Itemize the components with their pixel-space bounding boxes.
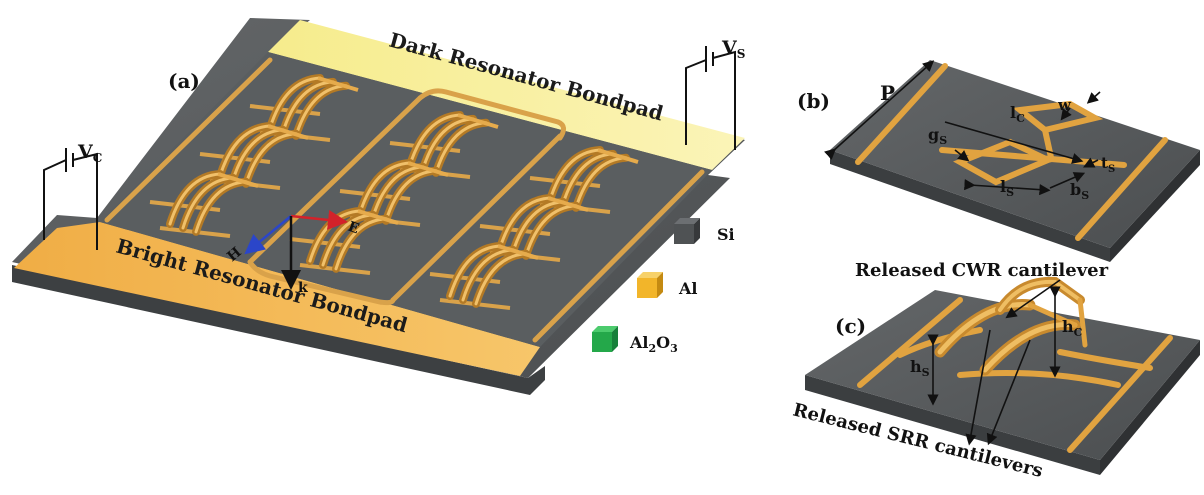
dark-bondpad bbox=[268, 20, 745, 170]
w-label: w bbox=[1057, 96, 1072, 114]
bus-lines bbox=[104, 57, 705, 343]
ls-label: lS bbox=[1000, 177, 1014, 199]
bs-label: bS bbox=[1070, 180, 1089, 202]
ts-label: tS bbox=[1101, 154, 1115, 175]
cantilever-tip-bar bbox=[317, 76, 359, 92]
cantilever-highlight bbox=[384, 169, 438, 223]
h-vector bbox=[244, 215, 292, 255]
hc-label: hC bbox=[1062, 317, 1083, 339]
cantilever-highlight bbox=[434, 121, 488, 175]
bright-bondpad bbox=[14, 222, 540, 376]
panel-c-label: (c) bbox=[835, 314, 866, 338]
hs-label: hS bbox=[910, 357, 930, 379]
cantilever-highlight bbox=[244, 132, 298, 186]
vc-label: VC bbox=[77, 141, 102, 165]
resonator-unit bbox=[339, 159, 449, 227]
cantilever-tip-bar bbox=[497, 244, 539, 260]
cantilever-highlight bbox=[524, 204, 578, 258]
unit-cell-substrate-side bbox=[830, 150, 1110, 262]
e-label: E bbox=[346, 219, 362, 238]
cantilever-highlight bbox=[168, 172, 222, 226]
cantilever-highlight bbox=[408, 113, 462, 167]
cantilever-highlight bbox=[218, 124, 272, 178]
cantilever-highlight bbox=[268, 76, 322, 130]
cantilever-highlight bbox=[474, 252, 528, 306]
cantilever-tip-bar bbox=[457, 113, 499, 129]
resonator-unit bbox=[149, 170, 259, 238]
k-label: k bbox=[298, 280, 308, 296]
chip-substrate-side bbox=[12, 265, 545, 395]
panel-b-label: (b) bbox=[797, 89, 830, 113]
vs-label: VS bbox=[721, 37, 745, 61]
cantilever-highlight bbox=[448, 244, 502, 298]
released-substrate-side bbox=[805, 375, 1100, 475]
cantilever-highlight bbox=[561, 152, 615, 206]
cantilever-highlight bbox=[371, 165, 425, 219]
cantilever-highlight bbox=[231, 128, 285, 182]
cantilever-highlight bbox=[294, 84, 348, 138]
legend-al-label: Al bbox=[678, 279, 698, 298]
voltage-source-vs bbox=[685, 46, 736, 150]
legend-si-label: Si bbox=[717, 225, 735, 244]
legend: Si Al Al2O3 bbox=[592, 218, 735, 355]
legend-al-swatch bbox=[637, 278, 657, 298]
resonator-unit bbox=[529, 146, 639, 214]
released-cwr-label: Released CWR cantilever bbox=[855, 260, 1109, 281]
cantilever-highlight bbox=[421, 117, 475, 171]
cantilever-highlight bbox=[334, 217, 388, 271]
lc-label: lC bbox=[1010, 103, 1025, 125]
e-vector bbox=[290, 209, 348, 230]
legend-si: Si bbox=[674, 218, 735, 244]
cantilever-highlight bbox=[181, 176, 235, 230]
legend-al: Al bbox=[637, 272, 698, 298]
voltage-source-vc bbox=[43, 148, 98, 250]
legend-al2o3: Al2O3 bbox=[592, 326, 678, 355]
gs-label: gS bbox=[928, 125, 947, 147]
legend-al2o3-label: Al2O3 bbox=[629, 333, 678, 355]
cantilever-highlight bbox=[461, 248, 515, 302]
cantilever-highlight bbox=[194, 180, 248, 234]
cantilever-highlight bbox=[511, 200, 565, 254]
released-substrate-side-right bbox=[1100, 340, 1200, 475]
cantilever-tip-bar bbox=[407, 161, 449, 177]
panel-c-released bbox=[805, 276, 1200, 475]
unit-cell-substrate-side-right bbox=[1110, 150, 1200, 262]
cantilever-highlight bbox=[574, 156, 628, 210]
cantilever-tip-bar bbox=[357, 209, 399, 225]
cantilever-tip-bar bbox=[547, 196, 589, 212]
cantilever-highlight bbox=[498, 196, 552, 250]
panel-a-label: (a) bbox=[168, 69, 200, 93]
resonator-unit bbox=[389, 111, 499, 179]
cantilever-tip-bar bbox=[597, 148, 639, 164]
resonator-unit bbox=[429, 242, 539, 310]
period-label: P bbox=[880, 81, 895, 105]
cantilever-tip-bar bbox=[217, 172, 259, 188]
cantilever-highlight bbox=[358, 161, 412, 215]
panel-b-unit-cell bbox=[824, 60, 1200, 262]
resonator-unit bbox=[479, 194, 589, 262]
cantilever-highlight bbox=[281, 80, 335, 134]
cantilever-highlight bbox=[548, 148, 602, 202]
legend-si-swatch bbox=[674, 224, 694, 244]
cantilever-tip-bar bbox=[267, 124, 309, 140]
legend-al2o3-swatch bbox=[592, 332, 612, 352]
